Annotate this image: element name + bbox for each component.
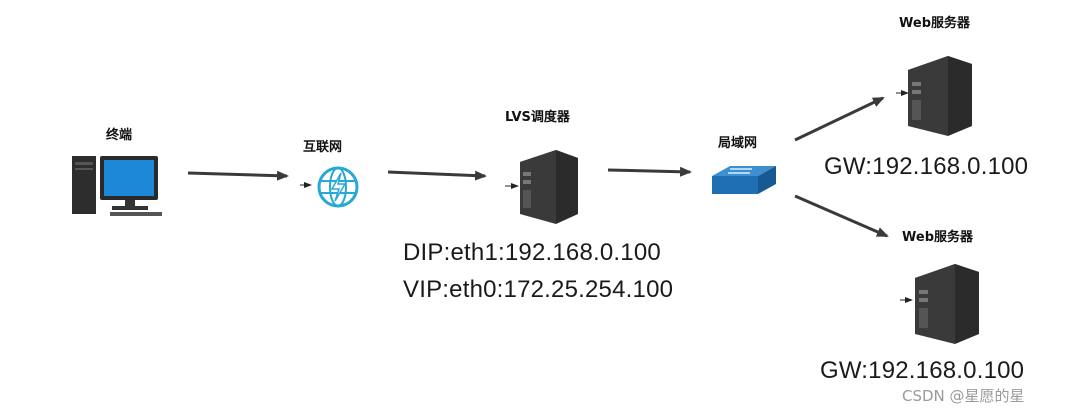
internet-label: 互联网	[303, 140, 343, 155]
lvs-label: LVS调度器	[505, 110, 570, 125]
lan-label: 局域网	[718, 136, 758, 151]
csdn-watermark: CSDN @星愿的星	[902, 387, 1025, 405]
web2-label: Web服务器	[902, 230, 973, 245]
arrow-lan-to-web2	[794, 194, 889, 238]
lvs-dip-address: DIP:eth1:192.168.0.100	[403, 239, 661, 266]
server-tower-icon	[520, 150, 578, 224]
network-switch-icon	[712, 166, 776, 194]
server-tower-icon	[908, 56, 972, 136]
globe-network-icon	[317, 166, 359, 208]
web1-label: Web服务器	[899, 16, 970, 31]
server-tower-icon	[915, 264, 979, 344]
arrow-terminal-to-internet	[187, 170, 289, 181]
desktop-computer-icon	[72, 156, 162, 216]
web2-gateway: GW:192.168.0.100	[820, 357, 1025, 384]
lvs-vip-address: VIP:eth0:172.25.254.100	[403, 276, 674, 303]
web1-gateway: GW:192.168.0.100	[824, 153, 1029, 180]
arrow-lan-to-web1	[794, 96, 885, 142]
arrow-internet-to-lvs	[387, 170, 487, 181]
arrow-lvs-to-lan	[607, 166, 692, 177]
terminal-label: 终端	[106, 128, 133, 143]
